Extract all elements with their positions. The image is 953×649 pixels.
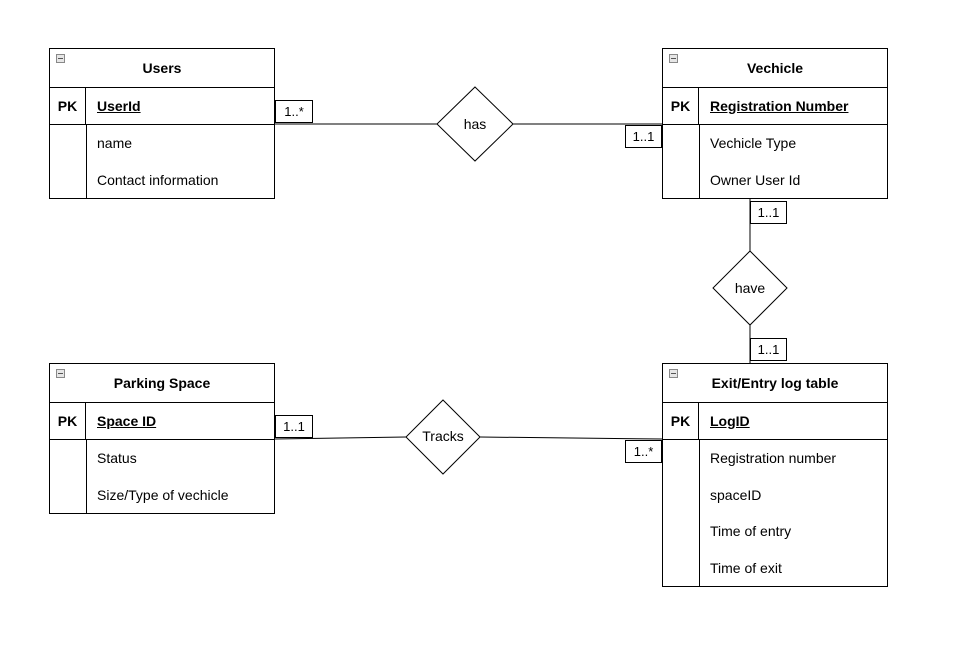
cardinality-log-tracks: 1..* xyxy=(625,440,662,463)
cardinality-vehicle-has: 1..1 xyxy=(625,125,662,148)
entity-header: Parking Space xyxy=(50,364,274,403)
attribute: Time of entry xyxy=(710,523,792,539)
have-label: have xyxy=(734,280,766,296)
have-diamond[interactable] xyxy=(712,250,788,326)
pk-field: UserId xyxy=(97,97,141,114)
tracks-diamond[interactable] xyxy=(405,399,481,475)
entity-title: Users xyxy=(142,60,182,76)
entity-header: Vechicle xyxy=(663,49,887,88)
entity-title: Exit/Entry log table xyxy=(711,375,839,391)
primary-key-row: PK Registration Number xyxy=(663,87,887,125)
pk-field: LogID xyxy=(710,412,750,429)
key-column-divider xyxy=(699,439,700,586)
tracks-log-line xyxy=(479,436,663,440)
tracks-label: Tracks xyxy=(422,428,464,444)
pk-label: PK xyxy=(663,402,699,439)
entity-header: Users xyxy=(50,49,274,88)
collapse-icon[interactable] xyxy=(56,54,65,63)
pk-label: PK xyxy=(663,87,699,124)
entity-title: Parking Space xyxy=(113,375,211,391)
pk-label: PK xyxy=(50,87,86,124)
attribute: Time of exit xyxy=(710,560,782,576)
collapse-icon[interactable] xyxy=(56,369,65,378)
cardinality-vehicle-have: 1..1 xyxy=(750,201,787,224)
pk-label: PK xyxy=(50,402,86,439)
cardinality-log-have: 1..1 xyxy=(750,338,787,361)
attribute: name xyxy=(97,135,133,151)
parking-tracks-line xyxy=(274,436,407,440)
primary-key-row: PK LogID xyxy=(663,402,887,440)
attribute: Contact information xyxy=(97,172,219,188)
entity-title: Vechicle xyxy=(746,60,804,76)
has-diamond[interactable] xyxy=(436,86,514,162)
attribute: Owner User Id xyxy=(710,172,801,188)
pk-field: Registration Number xyxy=(710,97,849,114)
attribute: Registration number xyxy=(710,450,837,466)
entity-parking-space[interactable]: Parking Space PK Space ID Status Size/Ty… xyxy=(49,363,275,514)
pk-field: Space ID xyxy=(97,412,157,429)
collapse-icon[interactable] xyxy=(669,54,678,63)
cardinality-parking-tracks: 1..1 xyxy=(275,415,313,438)
attribute: Size/Type of vechicle xyxy=(97,487,229,503)
attribute: Status xyxy=(97,450,137,466)
entity-header: Exit/Entry log table xyxy=(663,364,887,403)
key-column-divider xyxy=(86,439,87,513)
collapse-icon[interactable] xyxy=(669,369,678,378)
primary-key-row: PK UserId xyxy=(50,87,274,125)
has-label: has xyxy=(463,116,487,132)
key-column-divider xyxy=(699,124,700,198)
attribute: spaceID xyxy=(710,487,762,503)
attribute: Vechicle Type xyxy=(710,135,797,151)
entity-users[interactable]: Users PK UserId name Contact information xyxy=(49,48,275,199)
primary-key-row: PK Space ID xyxy=(50,402,274,440)
key-column-divider xyxy=(86,124,87,198)
entity-vehicle[interactable]: Vechicle PK Registration Number Vechicle… xyxy=(662,48,888,199)
cardinality-users-has: 1..* xyxy=(275,100,313,123)
entity-exit-entry-log[interactable]: Exit/Entry log table PK LogID Registrati… xyxy=(662,363,888,587)
